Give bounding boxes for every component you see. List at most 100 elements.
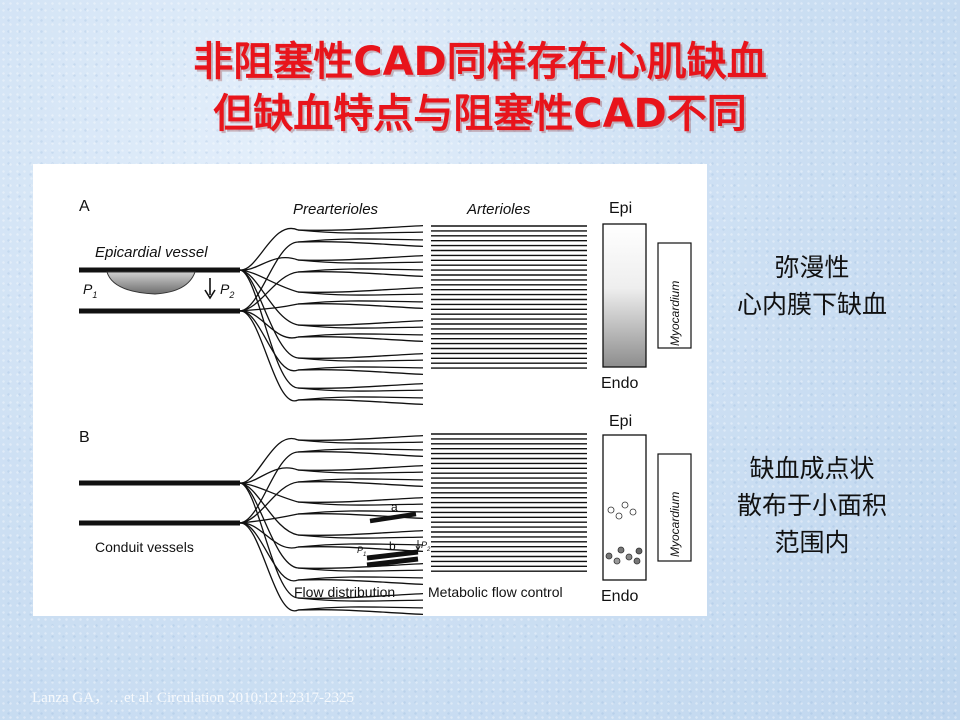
arteriole-branch [297,434,424,441]
prearteriole-branch [239,522,299,612]
ischemia-dot [617,546,625,554]
side-note-2-line: 散布于小面积 [736,491,887,520]
prearteriole-branch [239,269,299,389]
myocardium-label-b: Myocardium [668,492,682,557]
arteriole-branch [297,271,424,278]
arteriole-branch [297,562,424,569]
side-note-patchy-ischemia: 缺血成点状 散布于小面积 范围内 [712,450,912,561]
ischemia-dot [613,557,621,565]
constricted-prearteriole-b [366,549,419,561]
arteriole-branch [297,529,424,536]
ischemia-dot [625,553,633,561]
arteriole-branch [297,481,424,488]
panel-a-letter: A [79,198,90,215]
prearteriole-a-label: a [391,500,398,514]
arteriole-branch [297,224,424,231]
prearteriole-branch [239,482,299,536]
prearteriole-branch [239,257,299,271]
prearteriole-branch [239,227,299,271]
ischemia-dot [607,506,615,514]
arteriole-branch [297,241,424,248]
arteriole-branch [297,259,424,264]
epicardial-vessel-label: Epicardial vessel [95,244,208,261]
microcirculation-diagram: A Epicardial vessel P1 P2 Prearterioles … [79,198,692,616]
arteriole-branch [297,357,424,362]
arteriole-branch [297,333,424,338]
arteriole-branch [297,478,424,483]
prearteriole-branch [239,467,299,484]
arteriole-lines-a [431,225,587,369]
prearteriole-branch [239,269,299,326]
arteriole-branch [297,543,424,548]
arteriole-branch [297,451,424,458]
endo-label-b: Endo [601,588,638,605]
arteriole-branch [297,592,424,599]
flow-distribution-label: Flow distribution [294,584,395,600]
myocardium-box-a [657,242,692,349]
arteriole-branch [297,229,424,234]
arteriole-branch [297,496,424,503]
prearteriole-branch [239,513,299,524]
prearterioles-label: Prearterioles [293,201,379,218]
epi-label-a: Epi [609,200,632,217]
ischemia-dot [635,547,643,555]
prearteriole-branch [239,522,299,582]
ischemia-dot [621,501,629,509]
prearteriole-branch [239,310,299,339]
arteriole-branch [297,387,424,392]
arteriole-branch [297,597,424,602]
myocardium-label-a: Myocardium [668,281,682,346]
arteriole-branch [297,501,424,506]
epi-label-b: Epi [609,413,632,430]
ischemia-dots [605,501,643,565]
arteriole-lines-b [431,433,587,572]
prearteriole-branch [239,482,299,599]
prearteriole-branch [239,310,299,372]
citation: Lanza GA，…et al. Circulation 2010;121:23… [32,690,355,706]
endo-label-a: Endo [601,375,638,392]
vessel-tree-a [239,224,424,406]
side-note-2-line: 范围内 [774,528,850,557]
arteriole-branch [297,396,424,401]
arteriole-branch [297,303,424,310]
arteriole-branch [297,439,424,444]
pressure-p1-label-b: P1 [357,545,366,558]
arteriole-branch [297,510,424,515]
arteriole-branch [297,336,424,343]
prearteriole-b-label: b [389,539,396,553]
arteriole-branch [297,606,424,611]
vessel-tree-b [239,434,424,616]
constricted-prearteriole-a [369,511,417,524]
atherosclerotic-plaque [106,271,196,295]
arteriole-branch [297,319,424,326]
panel-b-letter: B [79,429,90,446]
side-note-1-line: 弥漫性 [774,253,850,282]
prearteriole-branch [239,522,299,549]
prearteriole-branch [239,241,299,312]
arteriole-branch [297,300,424,305]
figure-panel: A Epicardial vessel P1 P2 Prearterioles … [33,164,707,616]
pressure-p1-label: P1 [83,281,97,300]
ischemia-dot [633,557,641,565]
arteriole-branch [297,546,424,553]
arteriole-branch [297,254,424,261]
arteriole-branch [297,238,424,243]
ischemia-dot [605,552,613,560]
side-note-2-line: 缺血成点状 [749,454,875,483]
prearteriole-branch [239,437,299,484]
arteriole-branch [297,609,424,616]
arteriole-branch [297,291,424,296]
arteriole-branch [297,382,424,389]
ischemia-dot [629,508,637,516]
arteriole-branch [297,324,424,329]
arterioles-label: Arterioles [466,201,531,218]
arteriole-branch [297,464,424,471]
arteriole-branch [297,399,424,406]
arteriole-branch [297,352,424,359]
slide-title-line-2: 但缺血特点与阻塞性CAD不同 [213,91,747,137]
arteriole-branch [297,369,424,376]
ischemia-dot [615,512,623,520]
pressure-p2-label: P2 [220,281,234,300]
arteriole-branch [297,469,424,474]
myocardium-box-b [657,453,692,562]
